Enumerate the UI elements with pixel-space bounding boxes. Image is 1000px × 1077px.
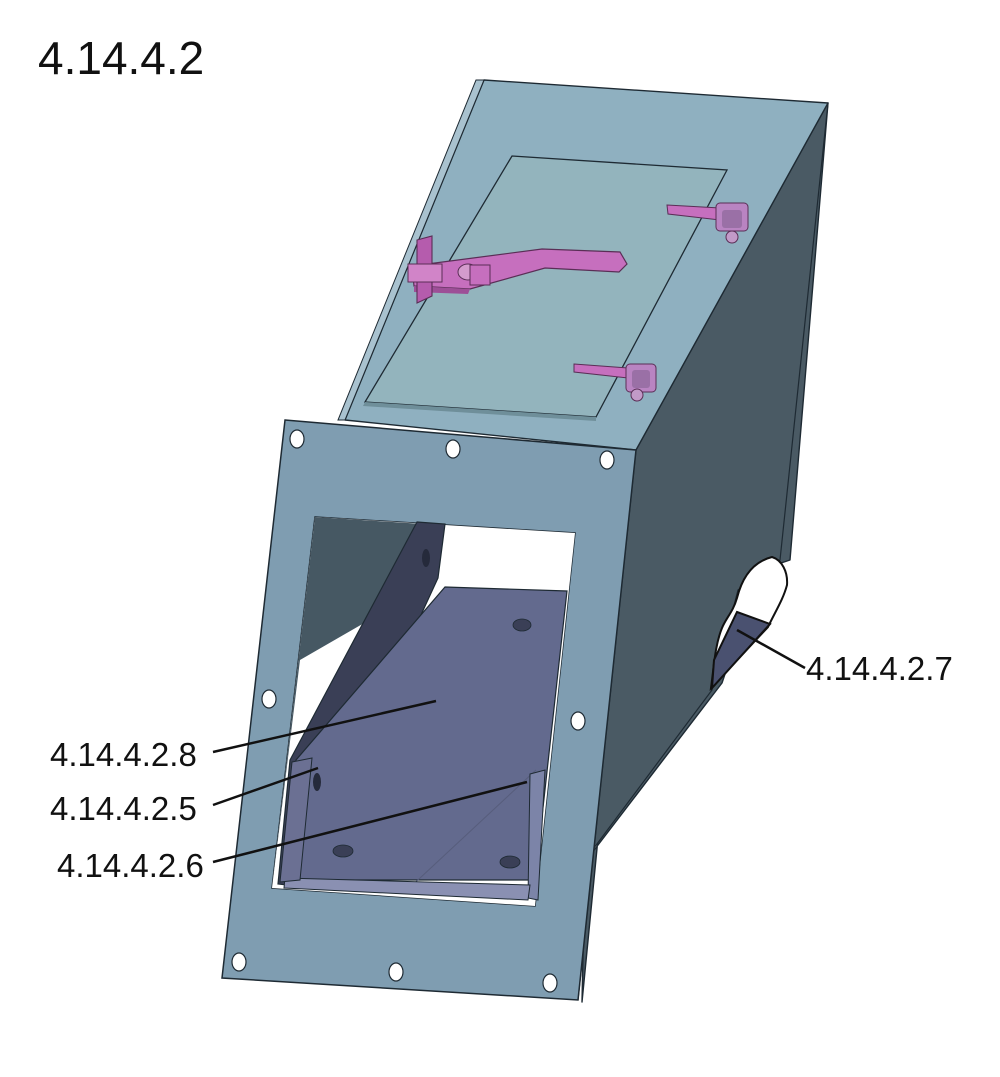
top-panel-lip	[337, 79, 485, 421]
side-plate-lower-left	[279, 757, 313, 883]
flange-bolt-holes	[231, 429, 615, 993]
angle-plate-right	[527, 769, 546, 901]
floor-hole	[332, 844, 354, 858]
cutaway-plate	[710, 610, 772, 691]
floor-plate	[289, 586, 568, 881]
floor-hole	[512, 618, 532, 632]
leader-lines	[212, 628, 806, 864]
lower-clamp	[573, 363, 657, 402]
latch-handle	[407, 235, 628, 304]
callout-label-2-5: 4.14.4.2.5	[50, 790, 197, 827]
callout-label-2-7: 4.14.4.2.7	[806, 650, 953, 687]
upper-clamp	[666, 202, 749, 244]
left-inner-wall	[272, 517, 438, 888]
callout-label-2-8: 4.14.4.2.8	[50, 736, 197, 773]
angle-plate-bottom	[283, 877, 531, 901]
wall-hole	[313, 773, 321, 791]
hatch-cover-edge	[363, 402, 596, 421]
wall-hole	[422, 549, 430, 567]
callout-label-2-6: 4.14.4.2.6	[57, 847, 204, 884]
drawing-title: 4.14.4.2	[38, 32, 204, 84]
floor-hole	[499, 855, 521, 869]
